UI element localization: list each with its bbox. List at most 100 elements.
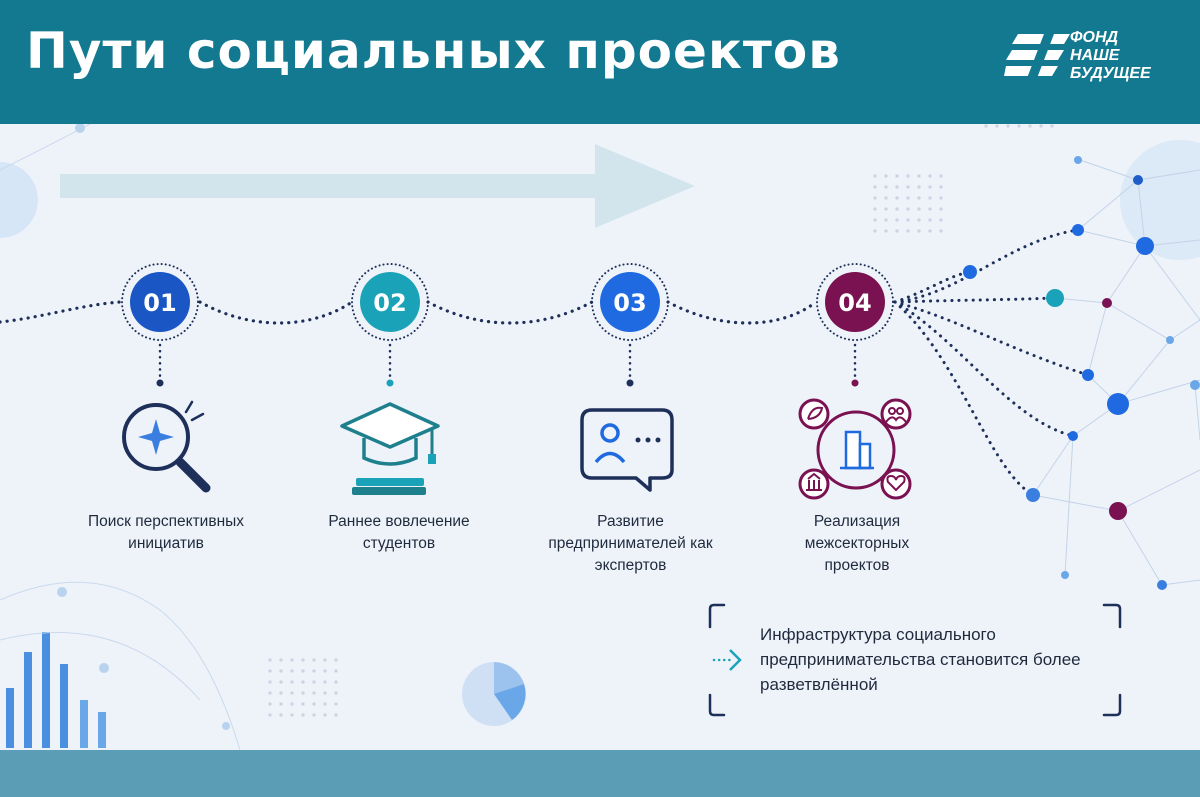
decor-dot (334, 669, 338, 673)
decor-dot (906, 229, 910, 233)
decor-dot (334, 680, 338, 684)
decor-dot (323, 702, 327, 706)
decor-circle-right (1120, 140, 1200, 260)
decor-dot (873, 218, 877, 222)
decor-dot (995, 124, 999, 128)
decor-dot (895, 174, 899, 178)
decor-dot (917, 218, 921, 222)
logo-line-1: ФОНД (1070, 29, 1119, 46)
decor-bar-graphic (6, 632, 106, 748)
decor-dot (917, 229, 921, 233)
decor-dot (884, 229, 888, 233)
fund-logo: ФОНД НАШЕ БУДУЩЕЕ (1004, 30, 1174, 90)
decor-dot (323, 658, 327, 662)
decor-dot (301, 691, 305, 695)
decor-dot (1039, 124, 1043, 128)
decor-dot (928, 174, 932, 178)
header-bar: Пути социальных проектов ФОНД НАШЕ БУДУЩ… (0, 0, 1200, 124)
decor-dot (895, 229, 899, 233)
decor-dot (268, 702, 272, 706)
footer-bar (0, 750, 1200, 797)
decor-dot (884, 207, 888, 211)
decor-dot (917, 174, 921, 178)
dot-grid-right (984, 124, 1054, 128)
logo-line-2: НАШЕ (1070, 47, 1120, 64)
decor-dot (928, 196, 932, 200)
decor-dot (290, 702, 294, 706)
decor-dot (334, 691, 338, 695)
decor-dot (906, 196, 910, 200)
step-number-03: 03 (613, 289, 646, 317)
decor-dot (1050, 124, 1054, 128)
decor-dot (1017, 124, 1021, 128)
decor-dot (873, 174, 877, 178)
fund-logo-icon (1004, 34, 1070, 86)
step-label-03: Развитие предпринимателей как экспертов (548, 513, 713, 574)
decor-dot (268, 680, 272, 684)
decor-dot (334, 713, 338, 717)
decor-dot (290, 658, 294, 662)
decor-dot (917, 207, 921, 211)
decor-dot (323, 713, 327, 717)
decor-dot (312, 658, 316, 662)
decor-dot (301, 658, 305, 662)
decor-dot (939, 218, 943, 222)
decor-dot (268, 691, 272, 695)
decor-dot (917, 185, 921, 189)
decor-dot (279, 658, 283, 662)
page-title: Пути социальных проектов (26, 22, 841, 80)
decor-dot (884, 218, 888, 222)
decor-dot (884, 174, 888, 178)
network-branches (893, 228, 1090, 497)
decor-dot (312, 680, 316, 684)
decor-dot (268, 658, 272, 662)
decor-dot (939, 174, 943, 178)
decor-dot (312, 691, 316, 695)
decor-dot (884, 196, 888, 200)
decor-dot (268, 713, 272, 717)
decor-dot (873, 229, 877, 233)
decor-dot (1006, 124, 1010, 128)
decor-dot (873, 207, 877, 211)
decor-dot (279, 691, 283, 695)
dot-grid-top (873, 174, 943, 233)
decor-dot (323, 691, 327, 695)
chat-person-icon (580, 408, 674, 492)
diagram-canvas: 01 02 03 04 (0, 124, 1200, 750)
decor-dot (279, 702, 283, 706)
decor-dot (906, 207, 910, 211)
decor-dot (312, 702, 316, 706)
decor-dot (928, 218, 932, 222)
decor-dot (895, 185, 899, 189)
decor-dot (873, 196, 877, 200)
decor-dot (939, 196, 943, 200)
decor-circle-left (0, 162, 38, 238)
step-label-04: Реализация межсекторных проектов (804, 513, 910, 574)
decor-pie-graphic (462, 662, 526, 726)
callout-bracket (708, 603, 1122, 717)
decor-dot (279, 669, 283, 673)
decor-dot (906, 174, 910, 178)
graduation-cap-icon (340, 402, 440, 495)
step-number-04: 04 (838, 289, 871, 317)
decor-dot (906, 218, 910, 222)
decor-dot (917, 196, 921, 200)
step-circle-02: 02 (351, 263, 429, 387)
decor-dot (873, 185, 877, 189)
decor-dot (301, 713, 305, 717)
decor-dot (939, 185, 943, 189)
decor-dot (334, 658, 338, 662)
step-circle-03: 03 (591, 263, 669, 387)
step-label-02: Раннее вовлечение студентов (328, 513, 470, 552)
decor-dot (301, 702, 305, 706)
decor-dot (290, 713, 294, 717)
step-number-02: 02 (373, 289, 406, 317)
decor-dot (884, 185, 888, 189)
decor-dot (268, 669, 272, 673)
decor-dot (928, 185, 932, 189)
decor-dot (290, 680, 294, 684)
decor-dot (928, 229, 932, 233)
decor-dot (895, 207, 899, 211)
network-city-icon (798, 398, 912, 500)
decor-dot (323, 669, 327, 673)
